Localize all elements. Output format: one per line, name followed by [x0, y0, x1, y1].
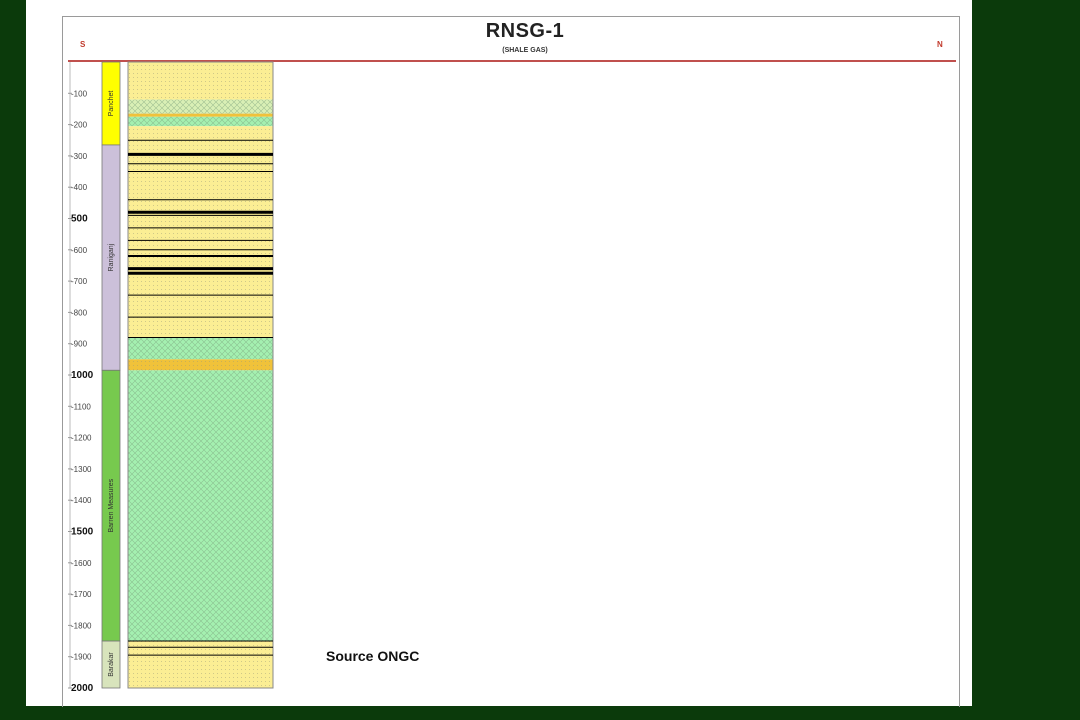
depth-tick-label: -400 — [71, 183, 88, 192]
depth-tick-label: -100 — [71, 89, 88, 98]
depth-tick-label: -600 — [71, 246, 88, 255]
depth-tick-label: -1100 — [71, 402, 91, 411]
lithology-texture — [128, 113, 273, 117]
formation-label: Raniganj — [108, 243, 115, 271]
section-top-line — [68, 60, 956, 62]
depth-tick-label: -200 — [71, 121, 88, 130]
lithology-border — [127, 61, 274, 689]
depth-axis: -100 -200 -300 -400 500 -600 -700 -800 -900 1000 -… — [68, 62, 94, 694]
depth-tick-label: -1900 — [71, 653, 92, 662]
compass-north-label: N — [937, 40, 943, 49]
formation-label: Panchet — [108, 91, 115, 117]
lithology-column — [127, 61, 274, 689]
lithology-texture — [128, 337, 273, 360]
depth-tick-label: -300 — [71, 152, 88, 161]
lithology-texture — [128, 99, 273, 114]
depth-tick-label: 2000 — [71, 683, 94, 694]
lithology-texture — [128, 641, 273, 688]
depth-tick-label: -700 — [71, 277, 88, 286]
diagram-title: RNSG-1 — [485, 20, 565, 42]
depth-tick-label: 1000 — [71, 370, 94, 381]
formation-label: Barakar — [108, 652, 115, 677]
lithology-texture — [128, 126, 273, 338]
depth-tick-label: -1300 — [71, 465, 92, 474]
lithology-texture — [128, 370, 273, 642]
formation-band — [101, 640, 121, 689]
lithology-texture — [128, 62, 273, 100]
formation-label: Barren Measures — [108, 478, 115, 532]
lithology-texture — [128, 116, 273, 127]
depth-tick-label: -800 — [71, 308, 88, 317]
depth-tick-label: -900 — [71, 340, 88, 349]
depth-tick-label: 500 — [71, 214, 88, 225]
depth-tick-label: -1800 — [71, 621, 92, 630]
depth-tick-label: -1600 — [71, 559, 92, 568]
compass-south-label: S — [80, 40, 86, 49]
diagram-subtitle: (SHALE GAS) — [502, 47, 548, 54]
depth-tick-label: -1400 — [71, 496, 92, 505]
source-credit: Source ONGC — [326, 648, 420, 664]
diagram-frame — [62, 16, 960, 707]
depth-tick-label: -1200 — [71, 434, 92, 443]
coal-seam-lines — [128, 139, 273, 656]
lithology-texture — [128, 359, 273, 371]
depth-tick-label: -1700 — [71, 590, 92, 599]
depth-tick-label: 1500 — [71, 527, 94, 538]
